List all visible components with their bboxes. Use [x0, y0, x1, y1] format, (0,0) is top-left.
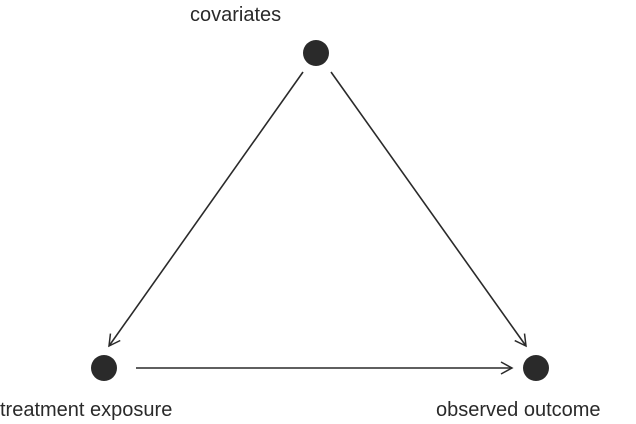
node-label-covariates: covariates — [190, 4, 282, 26]
edge-covariates-to-outcome — [330, 71, 527, 348]
edge-covariates-to-treatment — [108, 71, 304, 348]
node-label-treatment: treatment exposure — [0, 399, 173, 421]
node-label-outcome: observed outcome — [436, 399, 601, 421]
node-treatment — [91, 355, 117, 381]
node-covariates — [303, 40, 329, 66]
node-outcome — [523, 355, 549, 381]
